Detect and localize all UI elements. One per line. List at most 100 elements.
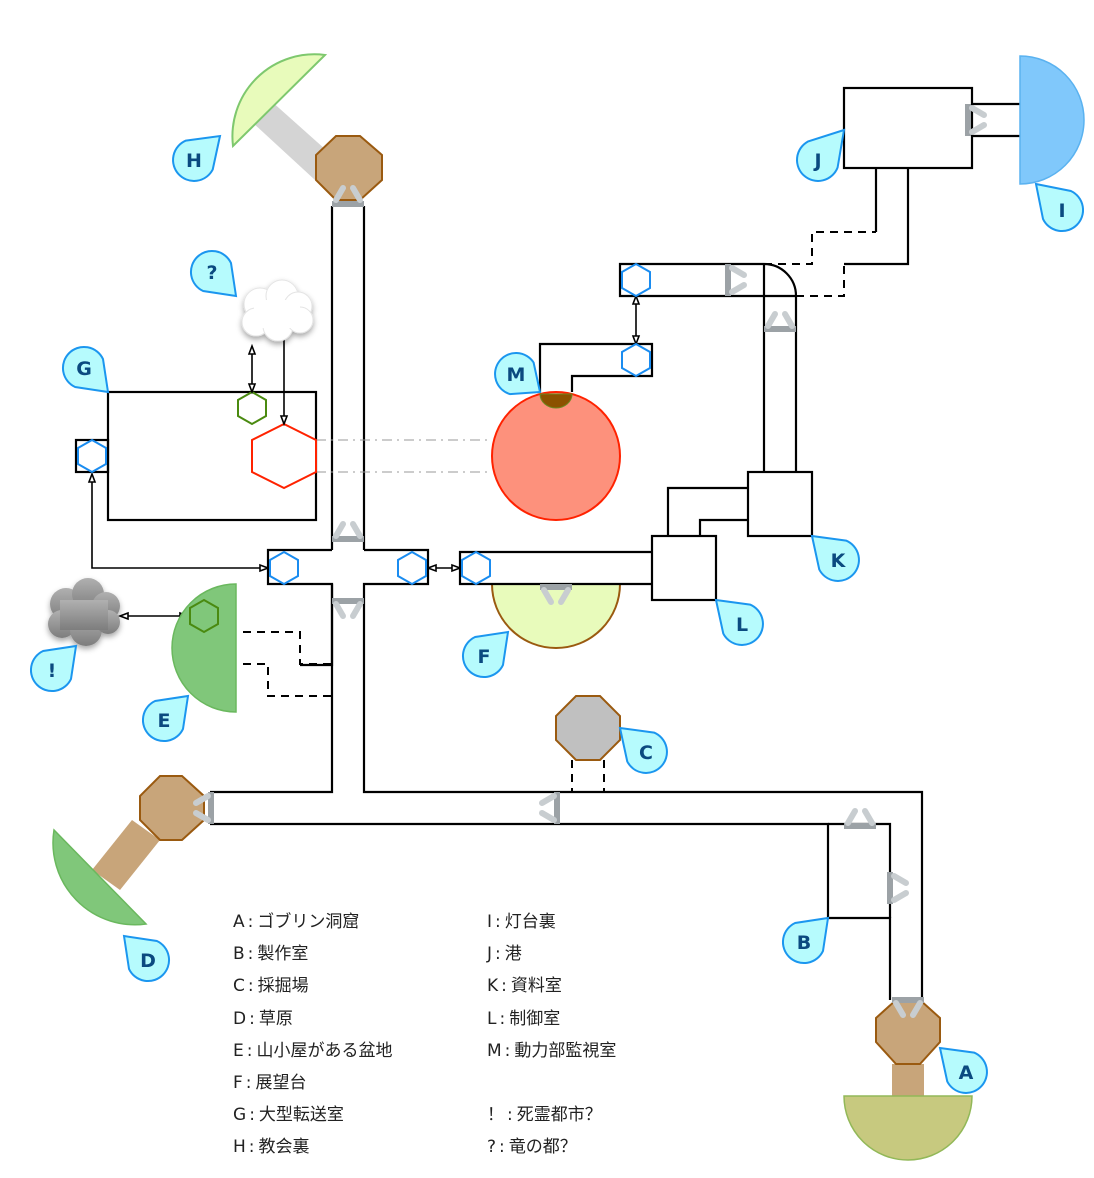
legend-key: L: [487, 1008, 497, 1029]
hex-upper-corridor[interactable]: [621, 263, 651, 297]
door-junction-south[interactable]: [332, 598, 364, 619]
room-b-workshop[interactable]: [828, 824, 890, 918]
half-circle-i[interactable]: [1019, 55, 1085, 185]
passage-d: [92, 820, 160, 890]
legend-separator: :: [495, 912, 501, 932]
legend-item: C:採掘場: [233, 970, 392, 1002]
hex-g-left[interactable]: [77, 439, 107, 473]
pin-label: A: [959, 1062, 974, 1084]
door-k-corridor[interactable]: [764, 311, 796, 332]
legend-key: ?: [487, 1137, 497, 1158]
legend-separator: :: [249, 1105, 255, 1126]
hex-m-corridor[interactable]: [621, 343, 651, 377]
green-hex-g[interactable]: [237, 391, 267, 425]
pin-a[interactable]: A: [938, 1046, 988, 1094]
legend-separator: :: [247, 912, 254, 932]
pin-marker-icon: [190, 250, 238, 298]
pin-k[interactable]: K: [810, 534, 860, 582]
pin-label: I: [1058, 200, 1065, 222]
octagon-c-mine[interactable]: [555, 695, 621, 761]
red-hex-teleporter[interactable]: [251, 422, 317, 490]
pin-ques[interactable]: ?: [190, 250, 238, 298]
passage-c: [571, 760, 605, 792]
pin-h[interactable]: H: [172, 134, 222, 182]
legend-separator: :: [247, 976, 254, 997]
pin-marker-icon: [122, 934, 170, 982]
pin-m[interactable]: M: [494, 352, 542, 396]
cloud-question-dragon-city[interactable]: [241, 279, 314, 342]
door-d[interactable]: [193, 792, 214, 824]
room-k-archive[interactable]: [746, 470, 814, 538]
area-e-basin[interactable]: [171, 583, 237, 713]
door-upper-corridor[interactable]: [725, 264, 747, 296]
door-b-east[interactable]: [887, 872, 909, 904]
legend-name: 採掘場: [257, 976, 309, 997]
pin-marker-icon: [938, 1046, 988, 1094]
room-l-control[interactable]: [650, 534, 718, 602]
legend-separator: :: [499, 1008, 506, 1029]
legend-name: 動力部監視室: [514, 1040, 617, 1061]
legend-name: ゴブリン洞窟: [257, 912, 360, 932]
pin-label: C: [639, 742, 653, 764]
pin-c[interactable]: C: [618, 726, 668, 774]
pin-marker-icon: [810, 534, 860, 582]
legend-key: C: [233, 976, 245, 997]
door-j-east[interactable]: [965, 104, 987, 136]
legend-item: B:製作室: [233, 938, 392, 970]
area-a-goblin-cave[interactable]: [843, 999, 973, 1161]
pin-b[interactable]: B: [782, 916, 830, 964]
room-m-power-monitor[interactable]: [491, 342, 654, 521]
hex-junction-west[interactable]: [269, 551, 299, 585]
legend-separator: :: [248, 1137, 255, 1158]
hex-f-corridor[interactable]: [461, 551, 491, 585]
octagon-d: [139, 775, 205, 841]
legend-key: E: [233, 1040, 244, 1061]
cloud-exclamation-necropolis[interactable]: [48, 578, 120, 646]
door-b-north[interactable]: [844, 808, 876, 829]
legend-item: E:山小屋がある盆地: [233, 1035, 392, 1067]
pin-i[interactable]: I: [1034, 182, 1084, 232]
pin-marker-icon: [462, 630, 510, 678]
area-d-grassland[interactable]: [52, 775, 205, 926]
pin-label: K: [831, 550, 847, 572]
pin-label: G: [76, 358, 92, 380]
legend-key: G: [233, 1105, 247, 1126]
pin-e[interactable]: E: [142, 694, 190, 742]
pin-excl[interactable]: !: [30, 644, 78, 692]
door-south-corridor[interactable]: [539, 792, 560, 824]
pin-label: !: [48, 660, 57, 682]
corridor-north: [330, 206, 366, 550]
legend-name: 竜の都？: [508, 1137, 577, 1158]
legend-separator: :: [246, 1040, 253, 1061]
pin-j[interactable]: J: [796, 128, 846, 182]
legend-separator: :: [507, 1104, 513, 1125]
octagon-h: [315, 135, 383, 201]
legend-name: 製作室: [257, 944, 309, 965]
legend-name: 山小屋がある盆地: [256, 1040, 393, 1061]
pin-l[interactable]: L: [714, 598, 764, 646]
door-a-north[interactable]: [892, 997, 924, 1018]
room-j-harbor[interactable]: [842, 86, 974, 170]
legend-key: F: [233, 1072, 243, 1093]
half-circle-h: [231, 53, 328, 149]
pin-g[interactable]: G: [62, 346, 110, 394]
legend-item: F:展望台: [233, 1067, 392, 1099]
pin-marker-icon: [618, 726, 668, 774]
legend-gap: [487, 1067, 616, 1099]
legend-item: L:制御室: [487, 1003, 616, 1035]
pin-f[interactable]: F: [462, 630, 510, 678]
pin-d[interactable]: D: [122, 934, 170, 982]
area-h-church-back[interactable]: [231, 53, 383, 201]
door-f[interactable]: [540, 584, 572, 605]
door-junction-north[interactable]: [332, 521, 364, 542]
legend-separator: :: [499, 1137, 505, 1158]
legend-key: I: [487, 912, 493, 932]
legend-item: D:草原: [233, 1003, 392, 1035]
legend-item: A:ゴブリン洞窟: [233, 906, 392, 938]
door-h-south[interactable]: [332, 185, 364, 207]
pin-marker-icon: [172, 134, 222, 182]
pin-label: L: [736, 614, 748, 636]
pin-marker-icon: [62, 346, 110, 394]
legend-item: M:動力部監視室: [487, 1035, 616, 1067]
hex-junction-east[interactable]: [397, 551, 427, 585]
